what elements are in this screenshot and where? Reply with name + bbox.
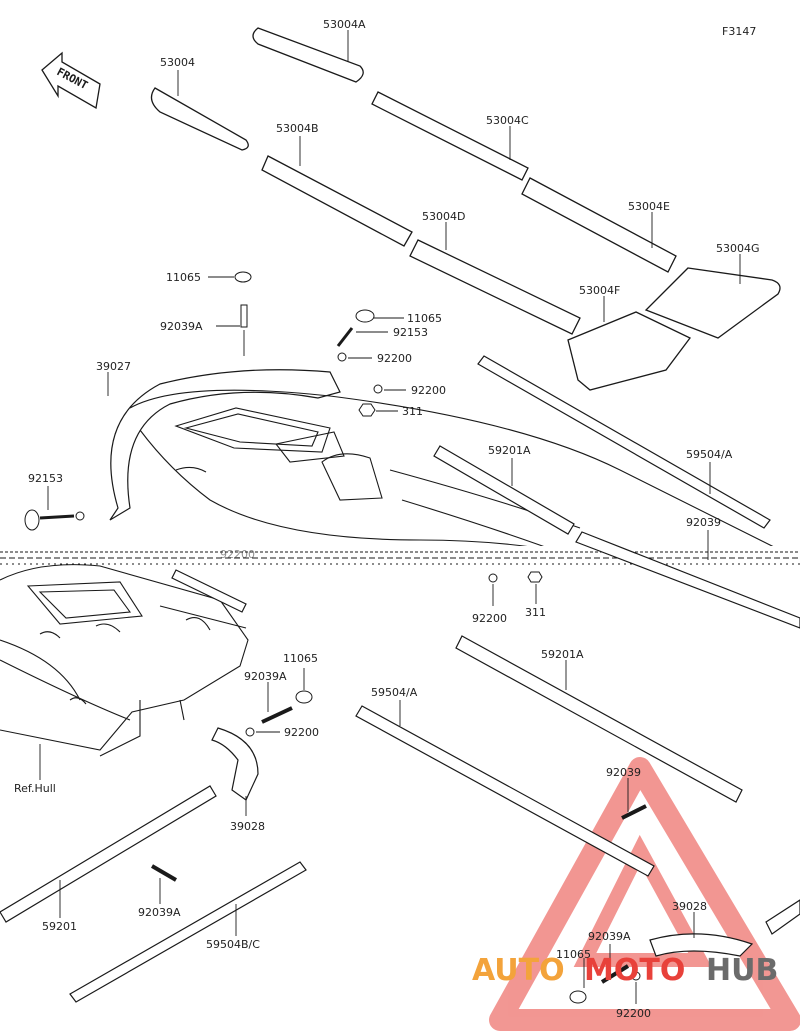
watermark-moto: MOTO (584, 953, 685, 988)
cap-11065-top: 11065 (166, 271, 252, 284)
front-arrow-icon: FRONT (41, 51, 101, 110)
label-92153-left: 92153 (28, 472, 63, 485)
cap-11065-mid: 11065 (355, 309, 442, 325)
upper-hull (129, 389, 800, 561)
ref-hull-label: Ref.Hull (14, 744, 56, 795)
label-311-a: 311 (402, 405, 423, 418)
pad-53004C: 53004C (371, 91, 529, 181)
pad-53004G: 53004G (644, 242, 781, 339)
label-59201A-lower: 59201A (541, 648, 584, 661)
rail-59201: 59201 (0, 785, 217, 933)
lower-hull (0, 564, 249, 757)
label-53004G: 53004G (716, 242, 760, 255)
label-92200-d: 92200 (284, 726, 319, 739)
screw-92153-mid: 92153 (336, 326, 428, 347)
label-92039A-right: 92039A (588, 930, 631, 943)
watermark-auto: AUTO (472, 953, 565, 988)
figure-code: F3147 (722, 25, 756, 38)
label-92039A-lower: 92039A (244, 670, 287, 683)
watermark-hub: HUB (706, 953, 778, 988)
label-92153-mid: 92153 (393, 326, 428, 339)
rivet-92039A-lower: 92039A (244, 670, 293, 724)
label-92039-lower: 92039 (606, 766, 641, 779)
rail-59201A-upper: 59201A (433, 444, 575, 535)
watermark-logo (489, 757, 800, 1031)
label-11065-lower: 11065 (283, 652, 318, 665)
cap-11065-lower: 11065 (283, 652, 318, 704)
rail-59201A-lower: 59201A (455, 635, 743, 803)
label-ref-hull: Ref.Hull (14, 782, 56, 795)
label-92200-c: 92200 (472, 612, 507, 625)
label-39027: 39027 (96, 360, 131, 373)
label-92200-b: 92200 (411, 384, 446, 397)
rivet-92039-upper: 92039 (686, 516, 721, 560)
pad-53004B: 53004B (261, 122, 413, 247)
pad-53004: 53004 (150, 56, 249, 151)
pad-53004F: 53004F (567, 284, 691, 391)
bumper-39028-right: 39028 (649, 900, 754, 957)
label-59504A-lower: 59504/A (371, 686, 418, 699)
rivet-92039A-right: 92039A (588, 930, 631, 984)
rivet-92039A-top: 92039A (160, 304, 248, 356)
label-53004E: 53004E (628, 200, 670, 213)
rail-59504BC: 59504B/C (69, 861, 307, 1003)
rivet-92039A-bottom: 92039A (138, 864, 181, 919)
label-92039-upper: 92039 (686, 516, 721, 529)
label-53004F: 53004F (579, 284, 620, 297)
screw-92153-left: 92153 (24, 472, 85, 531)
label-92200-right: 92200 (616, 1007, 651, 1020)
label-59504A-upper: 59504/A (686, 448, 733, 461)
washer-92200-d: 92200 (245, 726, 319, 739)
distorted-band: 92200 (0, 546, 800, 568)
pad-53004E: 53004E (521, 177, 677, 273)
label-59201A-upper: 59201A (488, 444, 531, 457)
bumper-39027: 39027 (96, 360, 341, 521)
watermark-text: AUTO MOTO HUB (472, 953, 778, 988)
label-39028: 39028 (230, 820, 265, 833)
label-92200-hidden: 92200 (220, 548, 255, 561)
label-53004A: 53004A (323, 18, 366, 31)
label-59504BC: 59504B/C (206, 938, 260, 951)
rivet-92039-lower: 92039 (606, 766, 647, 820)
washer-92200-c: 92200 (472, 573, 507, 625)
label-11065-top: 11065 (166, 271, 201, 284)
pad-53004D: 53004D (409, 210, 581, 335)
label-92039A-top: 92039A (160, 320, 203, 333)
rail-59504A-lower: 59504/A (355, 686, 655, 877)
bumper-39028: 39028 (211, 727, 265, 833)
label-53004B: 53004B (276, 122, 319, 135)
rail-upper-right-continuation (575, 531, 800, 629)
label-53004: 53004 (160, 56, 195, 69)
nut-311-b: 311 (525, 571, 546, 619)
washer-92200-b: 92200 (373, 384, 446, 397)
label-39028-right: 39028 (672, 900, 707, 913)
rail-59504A-upper: 59504/A (477, 355, 771, 529)
label-59201: 59201 (42, 920, 77, 933)
label-11065-right: 11065 (556, 948, 591, 961)
washer-92200-right: 92200 (616, 971, 651, 1020)
label-53004C: 53004C (486, 114, 529, 127)
label-311-b: 311 (525, 606, 546, 619)
nut-311-a: 311 (358, 403, 423, 418)
cap-11065-right: 11065 (556, 948, 591, 1004)
rail-stub-right (765, 899, 800, 935)
label-53004D: 53004D (422, 210, 465, 223)
label-11065-mid: 11065 (407, 312, 442, 325)
label-92039A-bottom: 92039A (138, 906, 181, 919)
pad-53004A: 53004A (252, 18, 366, 83)
washer-92200-a: 92200 (337, 352, 412, 365)
label-92200-a: 92200 (377, 352, 412, 365)
